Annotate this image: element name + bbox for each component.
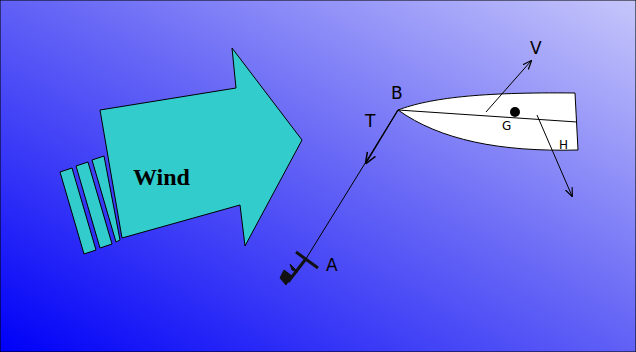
anchor-line [304,110,398,262]
wind-arrow: Wind [55,46,305,258]
force-arrow [537,115,572,196]
point-label: B [391,85,403,102]
anchor-symbol [280,252,318,285]
centre-of-gravity [510,107,520,117]
force-label: V [530,40,542,57]
wind-label: Wind [133,164,190,191]
arrow-shape [55,46,305,258]
point-label: A [326,257,338,274]
hull [398,93,578,150]
centerline [398,110,577,122]
force-label: H [559,139,568,151]
force-label: T [365,113,375,130]
tension-arrow [366,110,398,163]
point-label: G [502,120,511,132]
velocity-arrow [486,61,531,112]
